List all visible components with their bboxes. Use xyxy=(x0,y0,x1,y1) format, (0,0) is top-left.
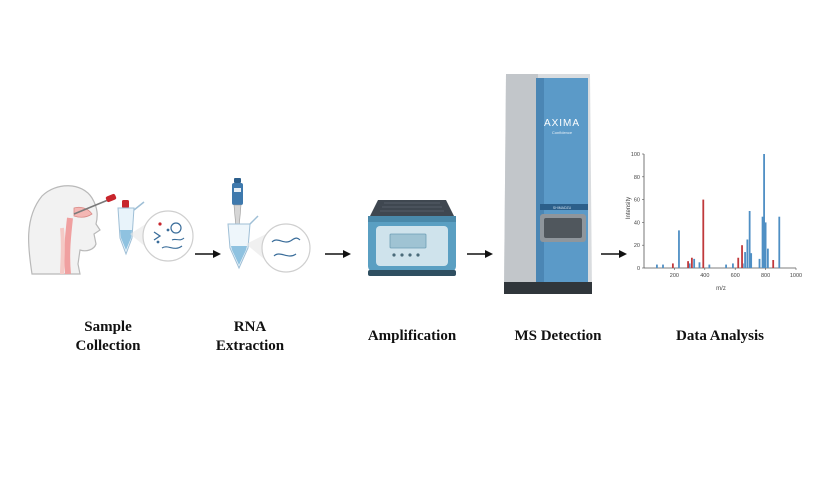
spectrum-peak-blue xyxy=(744,252,746,268)
x-axis-label: m/z xyxy=(716,286,726,292)
step-label-sample-collection: Sample Collection xyxy=(75,319,141,354)
y-tick-label: 40 xyxy=(634,220,640,226)
mass-spectrometer-icon: AXIMA Confidence SHIMADZU xyxy=(504,74,592,294)
pipette-icon xyxy=(232,178,243,229)
spectrum-peak-red xyxy=(671,263,674,268)
x-tick-label: 800 xyxy=(761,273,770,279)
arrow-3 xyxy=(467,246,493,264)
spectrum-peak-blue xyxy=(725,264,727,268)
arrow-2 xyxy=(325,246,351,264)
thermal-cycler-icon xyxy=(368,200,456,276)
mass-spectrometer-illustration: AXIMA Confidence SHIMADZU xyxy=(504,74,592,294)
spectrum-peak-blue xyxy=(688,263,691,268)
x-tick-label: 600 xyxy=(731,273,740,279)
step-label-amplification: Amplification xyxy=(367,328,457,344)
spectrum-peak-blue xyxy=(763,154,765,268)
y-axis-label: Intensity xyxy=(626,197,632,219)
pcr-machine-illustration xyxy=(368,200,456,276)
step-label-rna-extraction: RNA Extraction xyxy=(215,319,285,354)
spectrum-peak-blue xyxy=(748,211,751,268)
x-tick-label: 1000 xyxy=(790,273,802,279)
spectrum-peak-red xyxy=(772,260,775,268)
spectrum-peak-red xyxy=(690,257,693,268)
spectrum-peak-blue xyxy=(758,258,761,268)
spectrum-peak-blue xyxy=(662,264,664,268)
spectrum-peak-blue xyxy=(708,264,711,268)
y-tick-label: 100 xyxy=(631,152,640,158)
y-tick-label: 0 xyxy=(637,266,640,272)
y-tick-label: 20 xyxy=(634,243,640,249)
spectrum-peak-blue xyxy=(750,253,753,268)
instrument-subtitle: Confidence xyxy=(552,130,573,135)
spectrum-peak-blue xyxy=(678,230,680,268)
instrument-panel-label: SHIMADZU xyxy=(553,206,572,210)
spectrum-peak-red xyxy=(687,261,689,268)
step-label-ms-detection: MS Detection xyxy=(514,328,602,344)
spectrum-peak-red xyxy=(702,199,705,268)
x-tick-label: 400 xyxy=(700,273,709,279)
spectrum-peak-blue xyxy=(761,216,764,268)
spectrum-peak-blue xyxy=(764,222,767,268)
extraction-tube-icon xyxy=(227,215,259,270)
mass-spectrum-chart: 0 20 40 60 80 100 200 400 600 800 1000 Intensity m… xyxy=(626,152,802,292)
spectrum-peak-blue xyxy=(778,216,781,268)
spectrum-peak-red xyxy=(741,245,743,268)
spectrum-peak-blue xyxy=(746,239,749,268)
swab-icon xyxy=(73,193,117,215)
spectrum-peak-blue xyxy=(693,258,696,268)
spectrum-peak-blue xyxy=(656,264,658,268)
spectrum-peak-blue xyxy=(766,248,769,268)
sample-collection-illustration xyxy=(28,185,194,275)
virus-particles-icon xyxy=(142,210,194,262)
rna-strands-icon xyxy=(261,223,311,273)
spectrum-peak-blue xyxy=(698,262,701,268)
head-profile-icon xyxy=(28,185,101,275)
spectrum-peak-red xyxy=(737,257,740,268)
y-tick-label: 60 xyxy=(634,198,640,204)
sample-tube-icon xyxy=(117,200,145,256)
step-label-data-analysis: Data Analysis xyxy=(676,328,764,344)
arrow-4 xyxy=(601,246,627,264)
arrow-1 xyxy=(195,246,221,264)
y-tick-label: 80 xyxy=(634,175,640,181)
rna-extraction-illustration xyxy=(227,178,311,273)
spectrum-peak-blue xyxy=(732,263,734,268)
instrument-brand: AXIMA xyxy=(544,118,580,129)
x-tick-label: 200 xyxy=(670,273,679,279)
